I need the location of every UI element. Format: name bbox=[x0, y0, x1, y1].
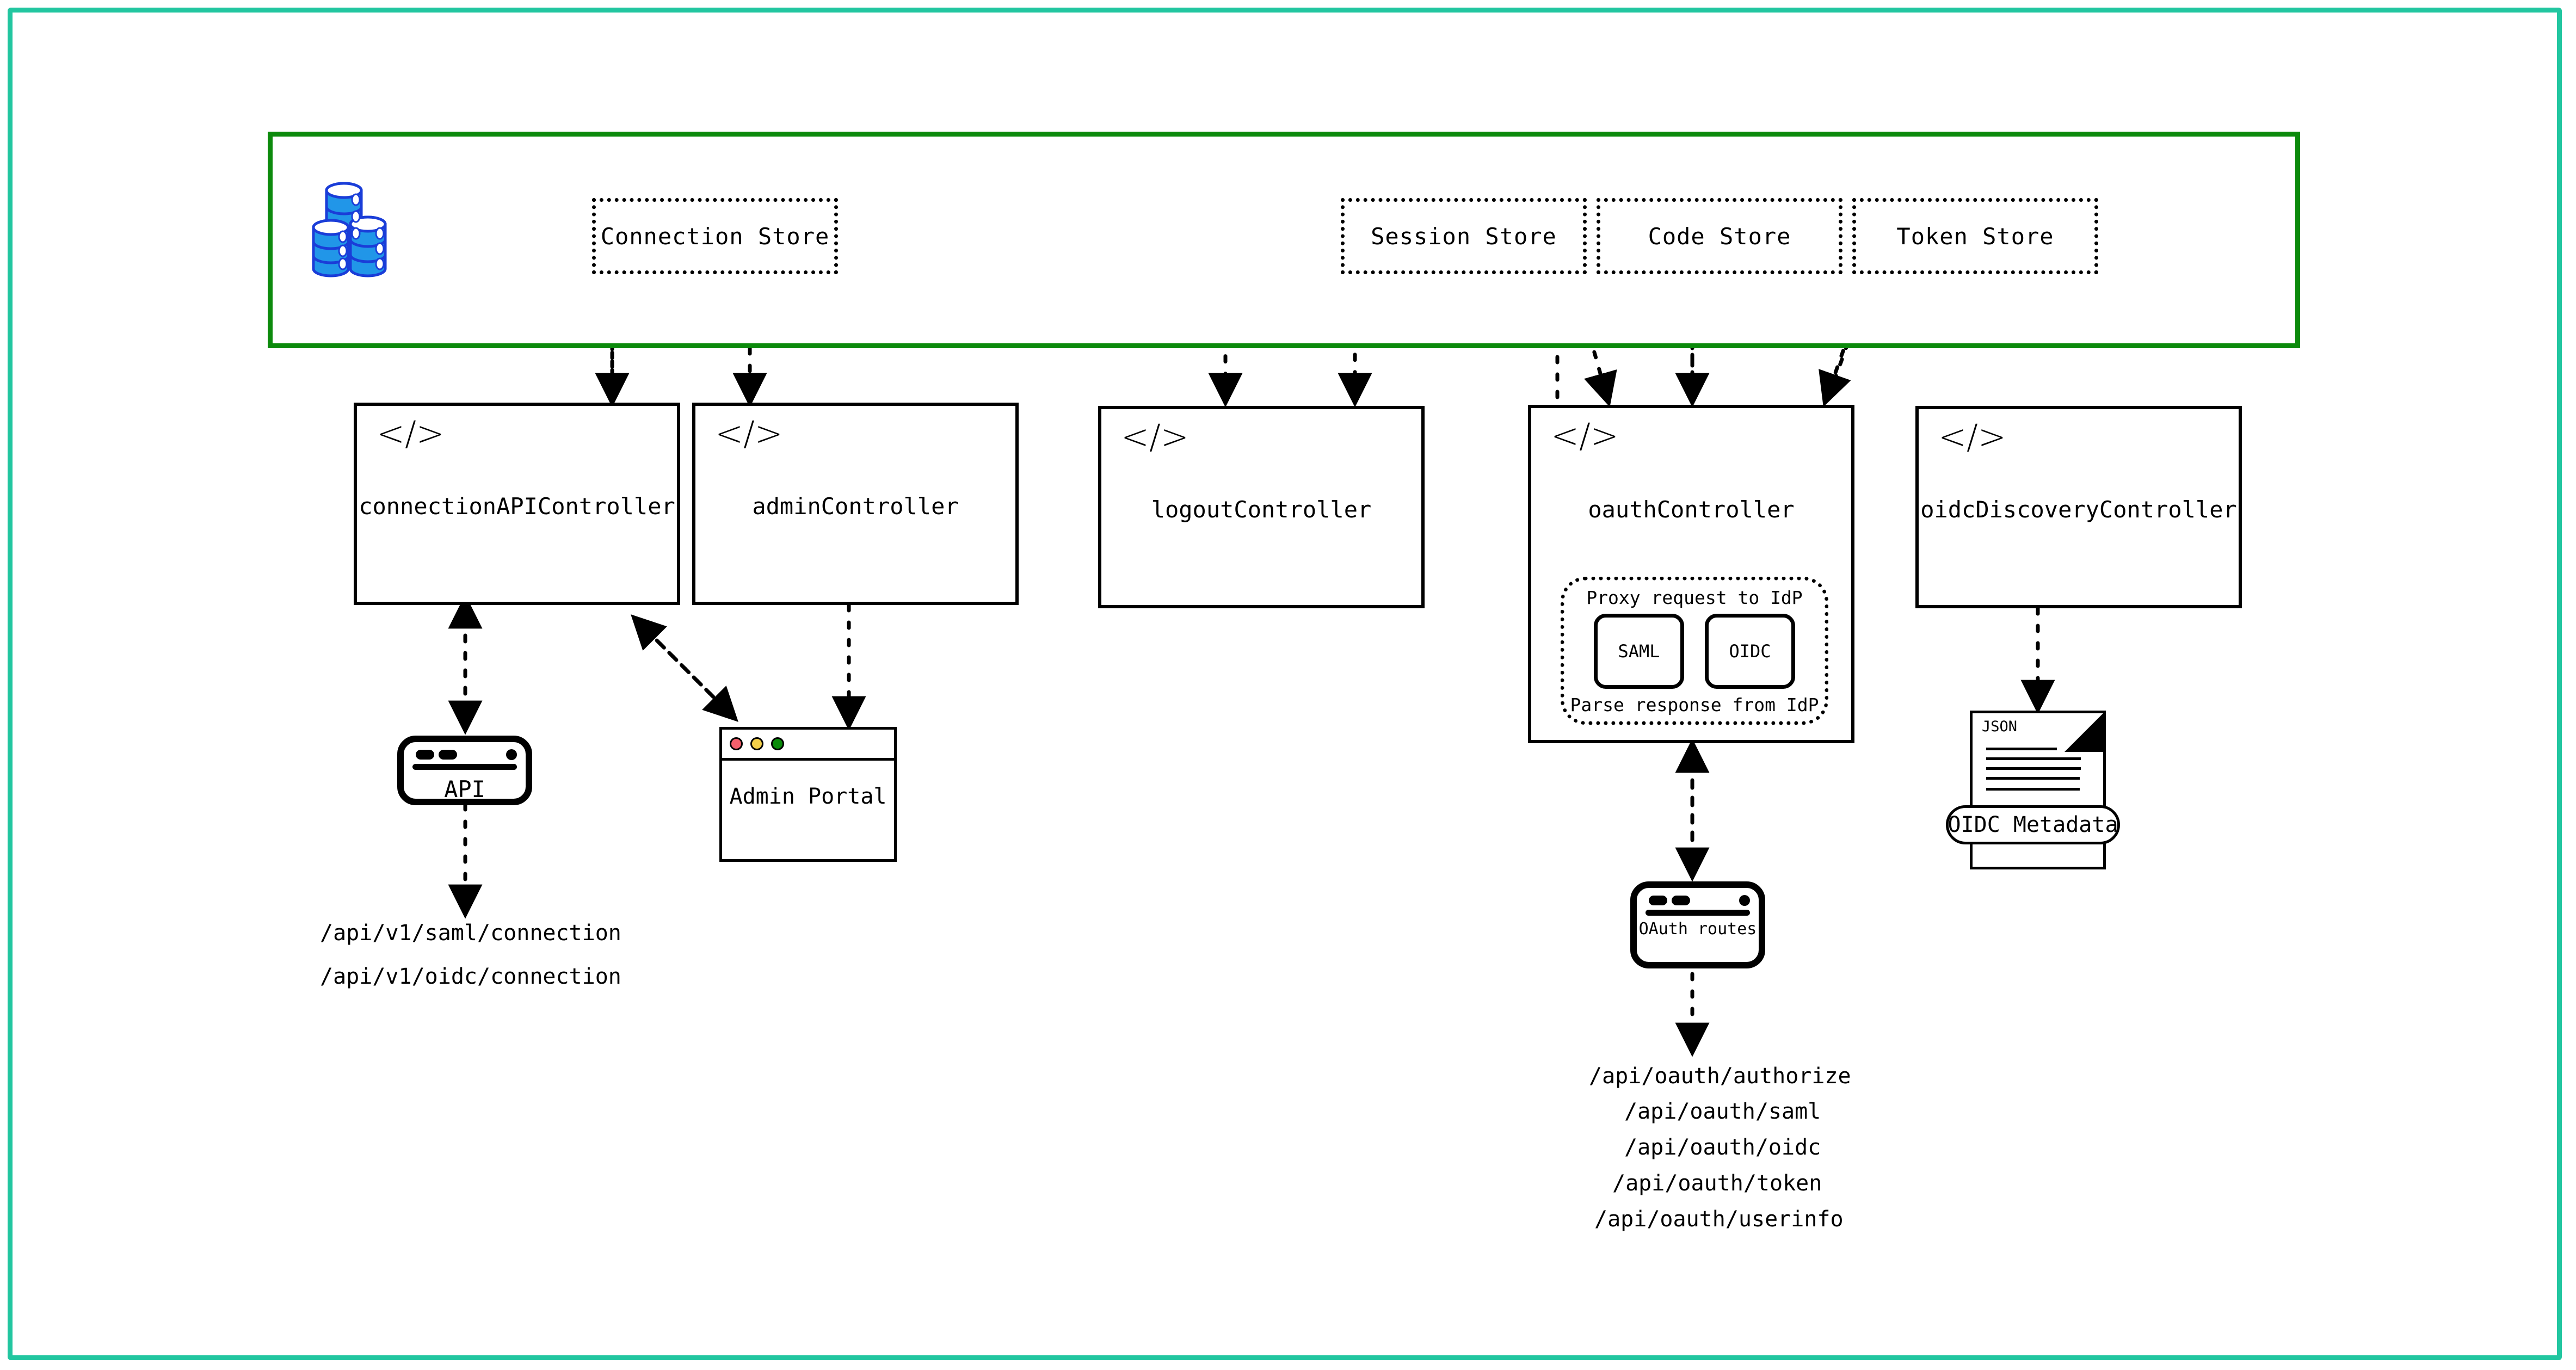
controller-label: adminController bbox=[752, 493, 959, 520]
doc-line bbox=[1986, 777, 2080, 780]
store-label: Token Store bbox=[1896, 223, 2054, 250]
doc-line bbox=[1986, 748, 2057, 750]
idp-protocol-buttons: SAML OIDC bbox=[1594, 614, 1795, 689]
controller-label: logoutController bbox=[1151, 496, 1372, 523]
maximize-icon[interactable] bbox=[771, 737, 784, 750]
saml-label: SAML bbox=[1618, 641, 1660, 662]
oidc-metadata-label: OIDC Metadata bbox=[1946, 805, 2120, 844]
oidc-metadata-text: OIDC Metadata bbox=[1948, 812, 2118, 837]
window-dot-2 bbox=[1672, 896, 1690, 905]
code-icon: </> bbox=[715, 414, 783, 453]
oidc-button[interactable]: OIDC bbox=[1705, 614, 1795, 689]
oauth-routes-window-icon[interactable]: OAuth routes bbox=[1630, 881, 1765, 968]
store-session-store[interactable]: Session Store bbox=[1341, 198, 1587, 274]
proxy-request-caption: Proxy request to IdP bbox=[1586, 587, 1803, 608]
admin-portal-label: Admin Portal bbox=[729, 784, 887, 809]
window-rule bbox=[1646, 910, 1750, 916]
database-icon bbox=[308, 170, 433, 279]
oauth-route-3: /api/oauth/oidc bbox=[1624, 1135, 1821, 1160]
controller-connection-api-controller[interactable]: </> connectionAPIController bbox=[354, 403, 680, 605]
store-token-store[interactable]: Token Store bbox=[1852, 198, 2098, 274]
oauth-route-1: /api/oauth/authorize bbox=[1589, 1064, 1851, 1089]
window-dot-1 bbox=[416, 750, 434, 760]
oidc-metadata-document[interactable]: JSON OIDC Metadata bbox=[1946, 711, 2120, 869]
window-rule bbox=[412, 764, 517, 770]
controller-oidc-discovery-controller[interactable]: </> oidcDiscoveryController bbox=[1915, 406, 2242, 608]
titlebar bbox=[722, 730, 894, 761]
parse-response-caption: Parse response from IdP bbox=[1570, 694, 1819, 715]
admin-portal-window[interactable]: Admin Portal bbox=[719, 727, 897, 862]
oauth-route-4: /api/oauth/token bbox=[1612, 1171, 1822, 1196]
oidc-label: OIDC bbox=[1729, 641, 1771, 662]
json-file-type-label: JSON bbox=[1982, 718, 2018, 735]
window-dot-3 bbox=[506, 749, 517, 760]
controller-label: oauthController bbox=[1588, 496, 1795, 523]
window-dot-3 bbox=[1739, 895, 1750, 906]
oauth-route-2: /api/oauth/saml bbox=[1624, 1099, 1821, 1124]
controller-logout-controller[interactable]: </> logoutController bbox=[1098, 406, 1425, 608]
store-label: Connection Store bbox=[600, 223, 830, 250]
minimize-icon[interactable] bbox=[750, 737, 763, 750]
api-window-icon[interactable]: API bbox=[397, 736, 532, 805]
oauth-routes-label: OAuth routes bbox=[1638, 919, 1757, 939]
store-label: Code Store bbox=[1648, 223, 1791, 250]
code-icon: </> bbox=[1121, 417, 1189, 456]
code-icon: </> bbox=[1938, 417, 2006, 456]
connection-route-2: /api/v1/oidc/connection bbox=[320, 964, 621, 989]
connection-route-1: /api/v1/saml/connection bbox=[320, 921, 621, 946]
code-icon: </> bbox=[1551, 416, 1619, 455]
page-fold-icon bbox=[2065, 711, 2106, 752]
api-window-label: API bbox=[444, 776, 485, 803]
controller-label: connectionAPIController bbox=[359, 493, 675, 520]
outer-boundary-frame bbox=[8, 8, 2562, 1360]
store-label: Session Store bbox=[1371, 223, 1557, 250]
controller-label: oidcDiscoveryController bbox=[1920, 496, 2237, 523]
window-dot-2 bbox=[439, 750, 457, 760]
code-icon: </> bbox=[377, 414, 445, 453]
store-code-store[interactable]: Code Store bbox=[1597, 198, 1842, 274]
doc-line bbox=[1986, 757, 2081, 760]
idp-proxy-region: Proxy request to IdP SAML OIDC Parse res… bbox=[1561, 577, 1828, 725]
doc-line bbox=[1986, 788, 2080, 791]
saml-button[interactable]: SAML bbox=[1594, 614, 1684, 689]
controller-oauth-controller[interactable]: </> oauthController Proxy request to IdP… bbox=[1528, 405, 1854, 743]
controller-admin-controller[interactable]: </> adminController bbox=[692, 403, 1019, 605]
window-dot-1 bbox=[1649, 896, 1667, 905]
oauth-route-5: /api/oauth/userinfo bbox=[1594, 1207, 1844, 1232]
close-icon[interactable] bbox=[730, 737, 743, 750]
doc-line bbox=[1986, 767, 2081, 770]
store-connection-store[interactable]: Connection Store bbox=[592, 198, 838, 274]
